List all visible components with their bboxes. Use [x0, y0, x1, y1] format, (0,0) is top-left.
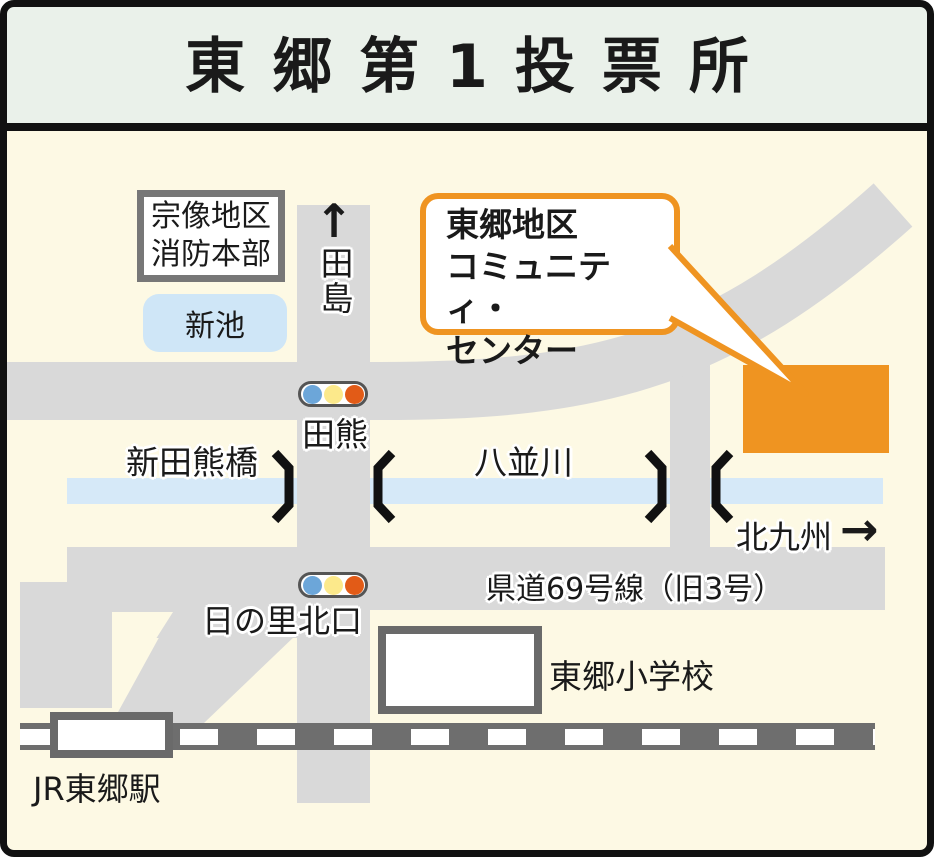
station-label: JR東郷駅 — [33, 770, 161, 808]
road-gap-triangle — [112, 612, 173, 708]
side-road-block — [20, 582, 112, 708]
right-arrow-icon: → — [840, 502, 879, 556]
signal-blue-dot — [302, 384, 322, 404]
fire-department-box: 宗像地区 消防本部 — [137, 190, 285, 282]
yatsunami-river-label: 八並川 — [474, 443, 573, 482]
traffic-signal-hinosato-icon — [298, 572, 368, 598]
signal-blue-dot — [302, 575, 322, 595]
community-center-building — [743, 365, 889, 453]
kitakyushu-direction-label: 北九州 — [736, 518, 833, 556]
fire-department-label-line1: 宗像地区 — [151, 199, 271, 234]
signal-red-dot — [344, 575, 364, 595]
callout-tail — [667, 243, 809, 397]
hinosato-kitaguchi-label: 日の里北口 — [202, 602, 363, 640]
signal-yellow-dot — [323, 575, 343, 595]
bridge-mark-icon — [373, 449, 396, 524]
diagonal-road — [112, 612, 320, 723]
page-title: 東郷第1投票所 — [185, 32, 776, 102]
tajima-direction-label: 田島 — [315, 246, 354, 316]
fire-department-label-line2: 消防本部 — [151, 237, 271, 272]
elementary-school-box — [378, 626, 542, 714]
curved-main-road — [7, 183, 913, 420]
callout-line1: 東郷地区 — [446, 205, 578, 244]
yatsunami-river-band — [67, 478, 883, 504]
elementary-school-label: 東郷小学校 — [549, 657, 714, 696]
station-box — [50, 712, 173, 758]
railway-dash-pattern — [20, 729, 875, 745]
takuma-intersection-label: 田熊 — [302, 415, 368, 454]
shin-takuma-bridge-label: 新田熊橋 — [126, 443, 258, 482]
signal-yellow-dot — [323, 384, 343, 404]
callout-line2: コミュニティ・ — [446, 247, 611, 328]
signal-red-dot — [344, 384, 364, 404]
up-arrow-icon: ↑ — [314, 194, 354, 248]
bridge-mark-icon — [644, 449, 667, 524]
title-bar: 東郷第1投票所 — [0, 0, 934, 131]
tajima-direction: ↑ 田島 — [308, 198, 360, 320]
pond-label: 新池 — [185, 309, 245, 344]
prefectural-route-label: 県道69号線（旧3号） — [486, 572, 784, 607]
bridge-mark-icon — [711, 449, 734, 524]
tajima-road — [297, 205, 370, 803]
shinike-pond: 新池 — [143, 294, 287, 352]
callout-line3: センター — [446, 331, 578, 370]
traffic-signal-takuma-icon — [298, 381, 368, 407]
bridge-mark-icon — [271, 449, 294, 524]
prefectural-route-road — [67, 547, 885, 610]
